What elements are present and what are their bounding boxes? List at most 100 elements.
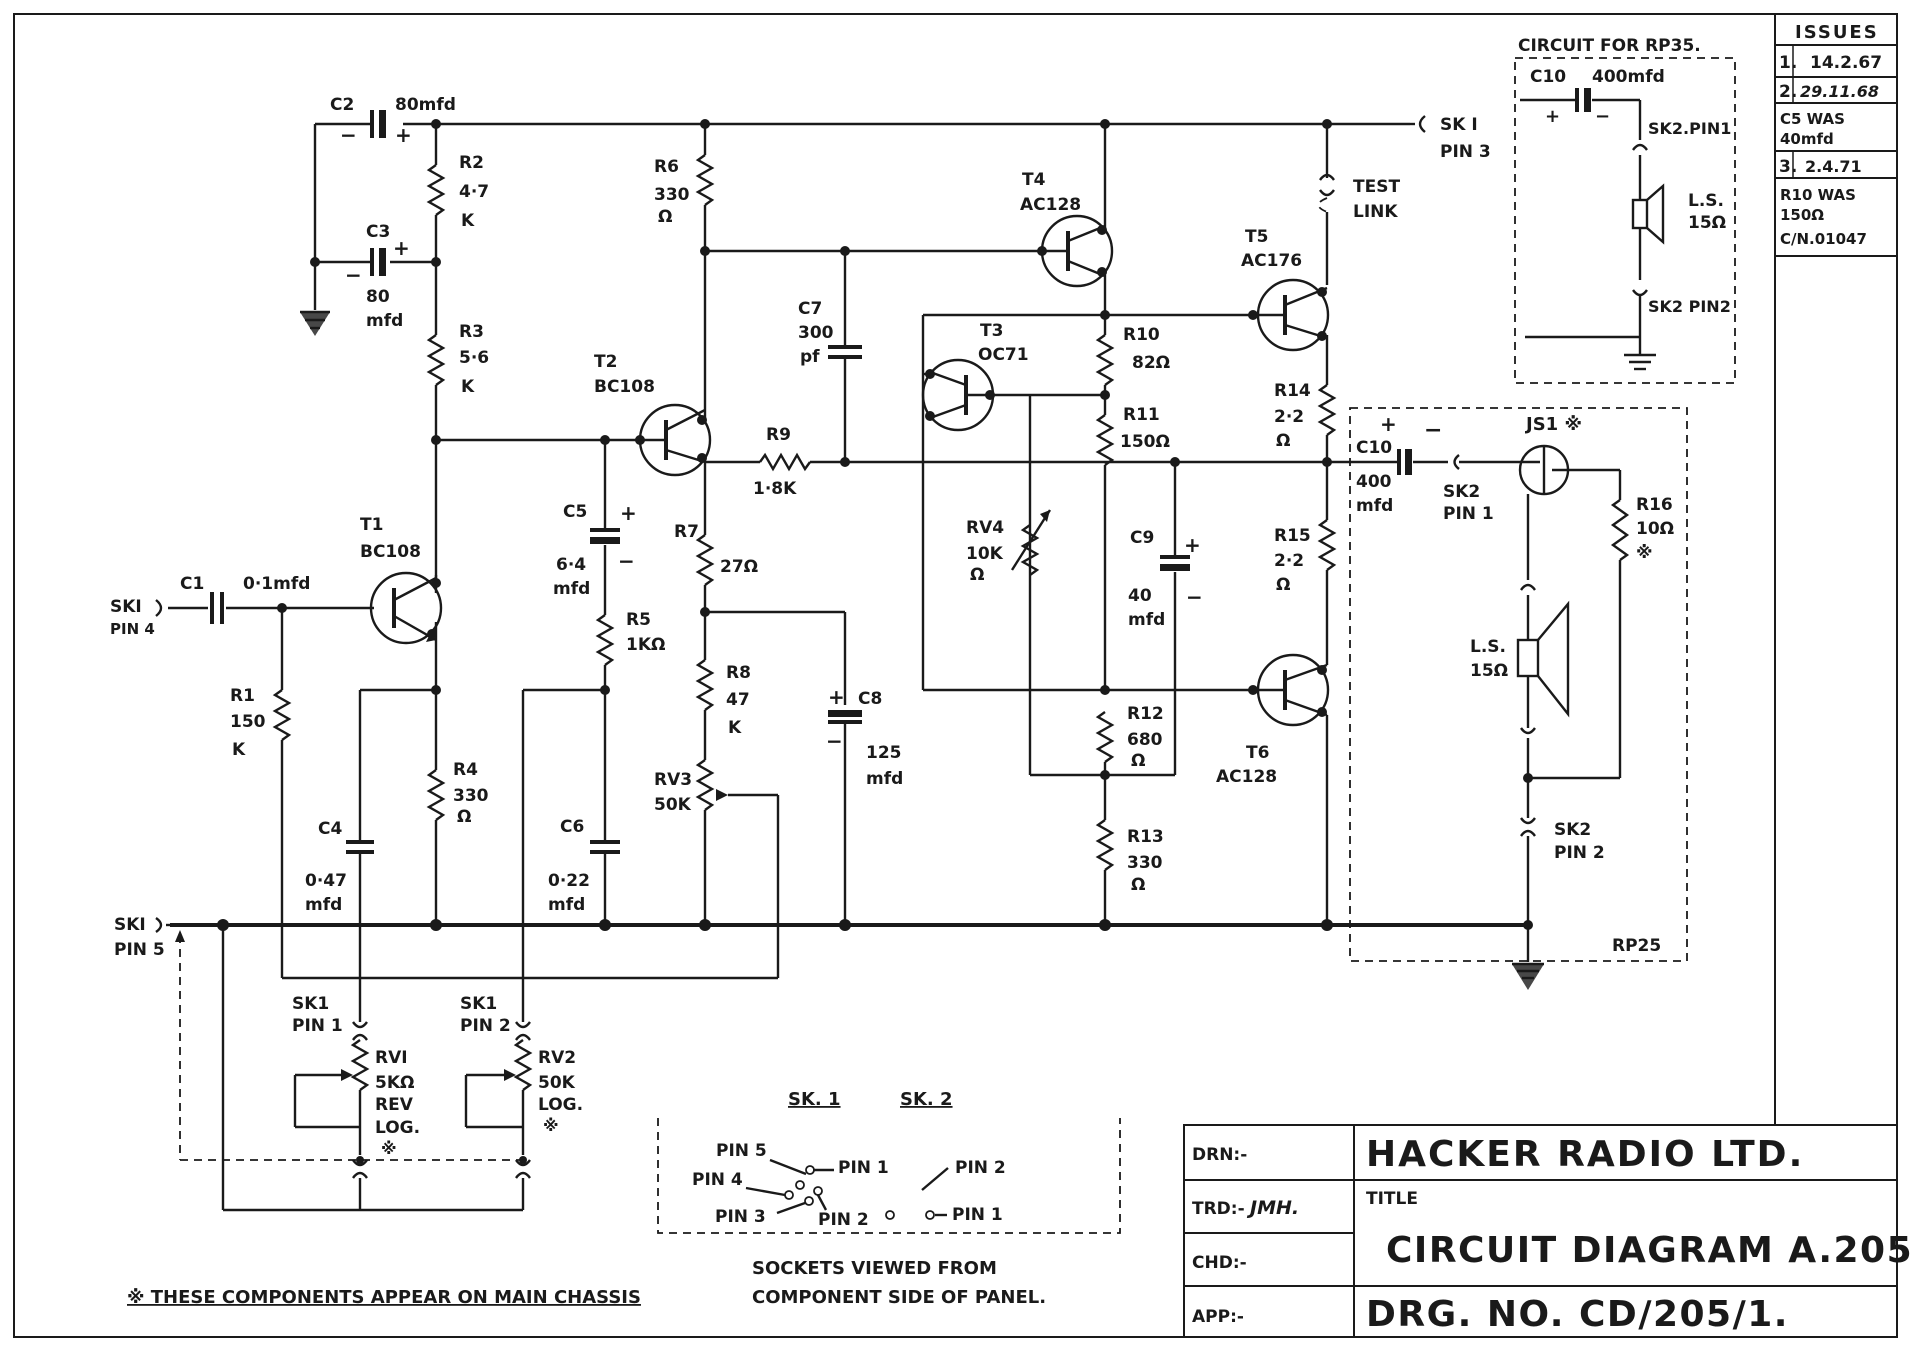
sk1-pin2-label-b: PIN 2 (460, 1016, 511, 1036)
issues-table: ISSUES 1. 14.2.67 2. 29.11.68 C5 WAS 40m… (1774, 13, 1898, 1125)
r8-value-a: 47 (726, 690, 750, 710)
company-name: HACKER RADIO LTD. (1366, 1134, 1804, 1175)
c2-label: C2 (330, 95, 354, 115)
issue-3-note-3: C/N.01047 (1780, 230, 1867, 248)
c1-label: C1 (180, 574, 204, 594)
issue-2-note-1: C5 WAS (1780, 110, 1845, 128)
component-labels: C2 80mfd C3 80 mfd R2 4·7 K R3 5·6 K R6 … (180, 95, 1311, 1158)
t2-type: BC108 (594, 377, 655, 397)
rp25-output-box: RP25 + − C10 400 mfd SK2 PIN 1 JS1 ※ R16… (1327, 407, 1688, 962)
t4-type: AC128 (1020, 195, 1081, 215)
js1-label: JS1 ※ (1524, 414, 1582, 435)
rp25-ls: L.S. (1470, 637, 1506, 657)
r3-value-b: K (461, 377, 475, 397)
r16-mark: ※ (1636, 543, 1653, 563)
sk1-pin2: PIN 2 (818, 1210, 869, 1230)
r2-value-b: K (461, 211, 475, 231)
rp25-c10-label: C10 (1356, 438, 1392, 458)
rv2-value-b: LOG. (538, 1095, 583, 1115)
svg-text:+: + (1380, 412, 1397, 436)
rp25-sk2-pin1-b: PIN 1 (1443, 504, 1494, 524)
svg-text:−: − (618, 549, 635, 573)
connector-labels: SK I PIN 3 TEST LINK SKI PIN 4 SKI PIN 5… (110, 115, 1491, 1036)
svg-text:−: − (826, 729, 843, 753)
rv1-value-c: LOG. (375, 1118, 420, 1138)
svg-text:+: + (393, 236, 410, 260)
rp25-c10-value: 400 (1356, 472, 1392, 492)
sk1-pin5: PIN 5 (716, 1141, 767, 1161)
r1-value-a: 150 (230, 712, 266, 732)
c5-value-a: 6·4 (556, 555, 586, 575)
issues-header: ISSUES (1795, 22, 1879, 43)
sk1-pin4-label-a: SKI (110, 597, 142, 617)
t5-label: T5 (1245, 227, 1268, 247)
c4-value-a: 0·47 (305, 871, 347, 891)
rp35-c10-label: C10 (1530, 67, 1566, 87)
r2-label: R2 (459, 153, 484, 173)
drawing-title: CIRCUIT DIAGRAM A.205. (1386, 1230, 1911, 1271)
main-wiring: − + − + (155, 110, 1544, 1212)
rp25-sk2-pin1-a: SK2 (1443, 482, 1480, 502)
sk1-pin1-label-a: SK1 (292, 994, 329, 1014)
sk1-pin3-label-a: SK I (1440, 115, 1478, 135)
rv2-label: RV2 (538, 1048, 576, 1068)
rp25-c10-unit: mfd (1356, 496, 1393, 516)
c6-label: C6 (560, 817, 584, 837)
svg-text:−: − (1186, 585, 1203, 609)
sk1-pin1-label-b: PIN 1 (292, 1016, 343, 1036)
svg-text:−: − (1424, 418, 1442, 443)
r8-value-b: K (728, 718, 742, 738)
r3-label: R3 (459, 322, 484, 342)
socket-sk1-heading: SK. 1 (788, 1089, 841, 1110)
r14-value-a: 2·2 (1274, 407, 1304, 427)
r5-label: R5 (626, 610, 651, 630)
transistor-t6 (1248, 653, 1330, 727)
t6-type: AC128 (1216, 767, 1277, 787)
sk1-pin4: PIN 4 (692, 1170, 743, 1190)
r6-unit: Ω (658, 207, 672, 227)
r12-label: R12 (1127, 704, 1164, 724)
issue-3-date: 2.4.71 (1805, 157, 1862, 176)
t5-type: AC176 (1241, 251, 1302, 271)
c7-value-b: pf (800, 347, 820, 367)
svg-text:+: + (620, 501, 637, 525)
r8-label: R8 (726, 663, 751, 683)
svg-text:−: − (345, 263, 362, 287)
svg-text:+: + (395, 123, 412, 147)
sk1-pin3: PIN 3 (715, 1207, 766, 1227)
rv3-value: 50K (654, 795, 692, 815)
c6-value-b: mfd (548, 895, 585, 915)
r5-value: 1KΩ (626, 635, 665, 655)
c1-value: 0·1mfd (243, 574, 310, 594)
drawing-number: DRG. NO. CD/205/1. (1366, 1294, 1789, 1335)
trd-value: JMH. (1246, 1197, 1299, 1219)
r6-value: 330 (654, 185, 690, 205)
title-block: DRN:- TRD:- JMH. CHD:- APP:- HACKER RADI… (1183, 1124, 1911, 1338)
c8-value-b: mfd (866, 769, 903, 789)
rv4-label: RV4 (966, 518, 1004, 538)
title-label: TITLE (1366, 1189, 1418, 1209)
r4-value-a: 330 (453, 786, 489, 806)
rp35-circuit-box: CIRCUIT FOR RP35. C10 400mfd + − SK2.PIN… (1514, 36, 1736, 384)
sk1-pin3-label-b: PIN 3 (1440, 142, 1491, 162)
issue-3-num: 3. (1779, 157, 1797, 177)
test-link-a: TEST (1353, 177, 1400, 197)
t2-label: T2 (594, 352, 617, 372)
r15-value-a: 2·2 (1274, 551, 1304, 571)
t3-label: T3 (980, 321, 1003, 341)
c5-label: C5 (563, 502, 587, 522)
c7-label: C7 (798, 299, 822, 319)
sheet-border (13, 13, 1898, 1338)
r3-value-a: 5·6 (459, 348, 489, 368)
junction-dots (217, 119, 1333, 1164)
rp25-sk2-pin2-b: PIN 2 (1554, 843, 1605, 863)
r4-value-b: Ω (457, 807, 471, 827)
t3-type: OC71 (978, 345, 1029, 365)
rv2-mark: ※ (543, 1116, 559, 1135)
rv1-value-a: 5KΩ (375, 1073, 414, 1093)
r2-value-a: 4·7 (459, 182, 489, 202)
socket-view: SK. 1 SK. 2 PIN 5 PIN 4 PIN 3 PIN 1 PIN … (657, 1089, 1121, 1308)
r12-value-b: Ω (1131, 751, 1145, 771)
footnote: ※ THESE COMPONENTS APPEAR ON MAIN CHASSI… (127, 1287, 641, 1308)
